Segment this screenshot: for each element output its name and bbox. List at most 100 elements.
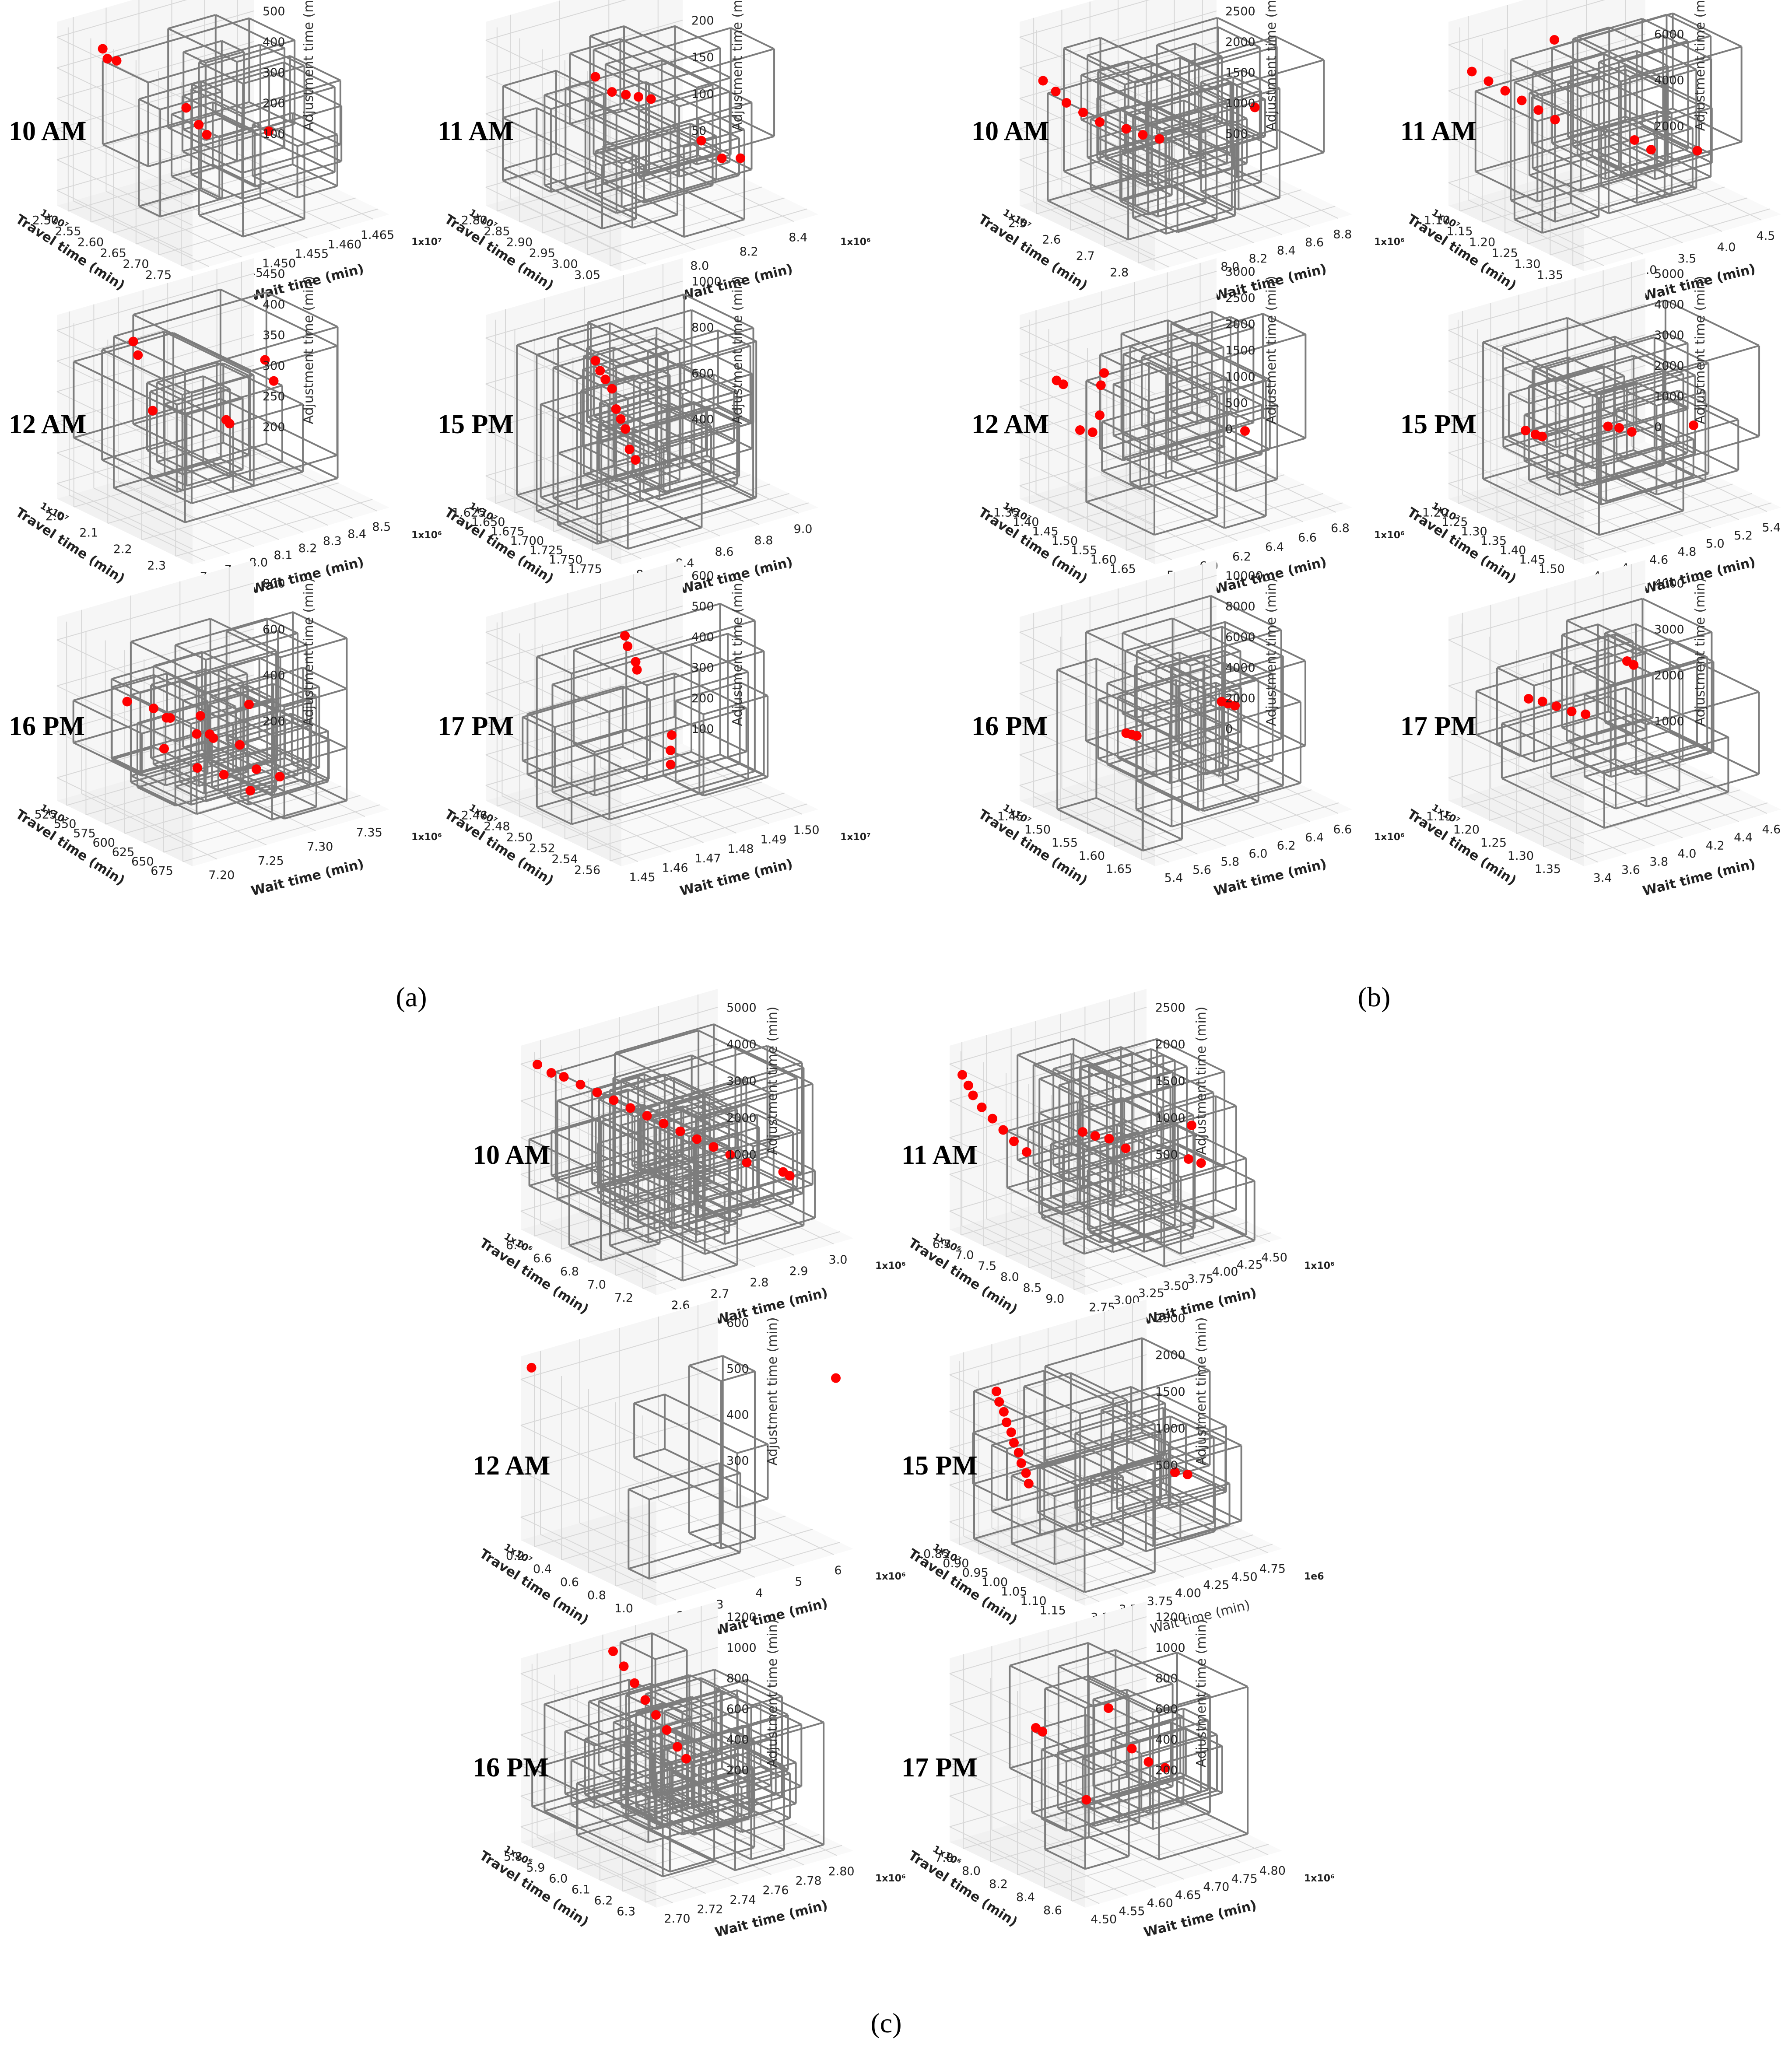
gridline <box>56 628 254 687</box>
gridline <box>1019 485 1156 552</box>
x-tick-label: 3.25 <box>1138 1286 1164 1300</box>
gridline <box>1570 802 1768 860</box>
data-point <box>1550 115 1560 125</box>
data-point <box>1603 421 1613 431</box>
data-point <box>708 1142 719 1152</box>
y-tick-label: 575 <box>73 827 96 841</box>
cluster-box <box>1120 139 1207 218</box>
x-tick-label: 5.6 <box>1192 863 1211 877</box>
x-offset-label: 1x10⁶ <box>840 237 871 248</box>
gridline <box>535 786 671 853</box>
z-tick-label: 5000 <box>1654 267 1684 281</box>
gridline <box>559 184 696 251</box>
data-point <box>659 1118 669 1128</box>
z-tick-label: 300 <box>263 66 285 80</box>
data-point <box>631 455 641 465</box>
gridline <box>93 487 230 554</box>
gridline <box>1448 90 1585 157</box>
data-point <box>102 54 112 64</box>
y-tick-label: 0.90 <box>943 1557 969 1570</box>
cluster-box <box>569 38 731 178</box>
data-point <box>1250 102 1260 112</box>
z-tick-label: 4000 <box>1654 577 1684 591</box>
subplot-b-15-pm: 4.24.44.64.85.05.25.41.201.251.301.351.4… <box>1400 258 1781 597</box>
z-tick-label: 800 <box>691 321 714 335</box>
data-point <box>546 1068 556 1078</box>
y-tick-label: 1.30 <box>1508 849 1534 863</box>
gridline <box>1011 1211 1147 1278</box>
gridline <box>1075 1544 1273 1602</box>
gridline <box>1118 177 1254 243</box>
z-tick-label: 1500 <box>1155 1075 1185 1088</box>
z-tick-label: 600 <box>726 1702 749 1716</box>
data-point <box>202 130 212 140</box>
x-tick-label: 3.4 <box>1593 872 1612 885</box>
data-point <box>1078 108 1088 117</box>
z-tick-label: 1000 <box>691 275 722 289</box>
y-tick-label: 7.0 <box>955 1249 974 1262</box>
cluster-box <box>715 1679 783 1807</box>
cluster-box <box>1041 1707 1209 1832</box>
data-point <box>1006 1427 1016 1437</box>
gridline <box>520 1322 718 1380</box>
x-tick-label: 4.75 <box>1259 1562 1286 1576</box>
data-point <box>831 1373 841 1383</box>
z-tick-label: 500 <box>1155 1148 1178 1162</box>
gridline <box>1019 662 1156 729</box>
gridline <box>587 792 785 851</box>
z-tick-label: 500 <box>263 5 285 18</box>
z-axis-title: Adjustment time (min) <box>765 1619 780 1767</box>
y-tick-label: 7.8 <box>935 1851 954 1865</box>
cluster-box <box>1122 617 1241 748</box>
x-offset-label: 1x10⁶ <box>411 832 442 843</box>
gridline <box>561 1503 759 1560</box>
y-tick-label: 6.4 <box>506 1239 525 1252</box>
cluster-box <box>1501 687 1729 829</box>
y-tick-label: 0.8 <box>587 1589 606 1602</box>
gridline <box>56 190 193 256</box>
gridline <box>1516 776 1714 834</box>
hour-label: 10 AM <box>9 116 86 146</box>
data-point <box>785 1171 795 1181</box>
hour-label: 16 PM <box>9 711 85 741</box>
gridline <box>520 1678 718 1735</box>
data-point <box>1009 1136 1019 1146</box>
gridline <box>949 1174 1086 1240</box>
gridline <box>1448 0 1606 46</box>
y-tick-label: 8.5 <box>1023 1282 1042 1295</box>
gridline <box>570 1827 706 1894</box>
data-point <box>640 1695 650 1705</box>
y-tick-label: 3.05 <box>574 269 600 282</box>
data-point <box>1230 701 1240 711</box>
gridline <box>645 1845 842 1903</box>
x-tick-label: 3 <box>716 1598 723 1611</box>
cluster-box <box>1576 26 1697 199</box>
cluster-box <box>130 618 277 815</box>
z-tick-label: 1200 <box>1155 1611 1185 1624</box>
x-tick-label: 2.80 <box>828 1865 854 1878</box>
gridline <box>961 1225 1098 1292</box>
x-tick-label: 4.50 <box>1261 1251 1287 1264</box>
gridline <box>1527 186 1725 245</box>
cluster-box <box>536 602 756 825</box>
x-offset-label: 1x10⁶ <box>1374 237 1405 248</box>
x-tick-label: 3.8 <box>1649 855 1668 869</box>
z-tick-label: 600 <box>691 569 714 583</box>
data-point <box>575 1079 586 1089</box>
y-tick-label: 1.50 <box>1539 562 1565 576</box>
x-tick-label: 8.1 <box>274 549 292 562</box>
gridline <box>1550 197 1747 256</box>
data-point <box>963 1080 973 1090</box>
y-tick-label: 1.40 <box>1013 515 1039 529</box>
y-tick-label: 2.75 <box>145 269 172 282</box>
gridline <box>56 720 254 778</box>
gridline <box>1448 422 1585 488</box>
data-point <box>1132 731 1142 741</box>
z-tick-label: 2500 <box>1225 291 1255 305</box>
y-tick-label: 1.675 <box>491 525 524 539</box>
gridline <box>520 1647 718 1705</box>
gridline <box>949 1374 1086 1441</box>
x-tick-label: 2.7 <box>711 1287 729 1301</box>
x-tick-label: 1.50 <box>793 823 819 837</box>
